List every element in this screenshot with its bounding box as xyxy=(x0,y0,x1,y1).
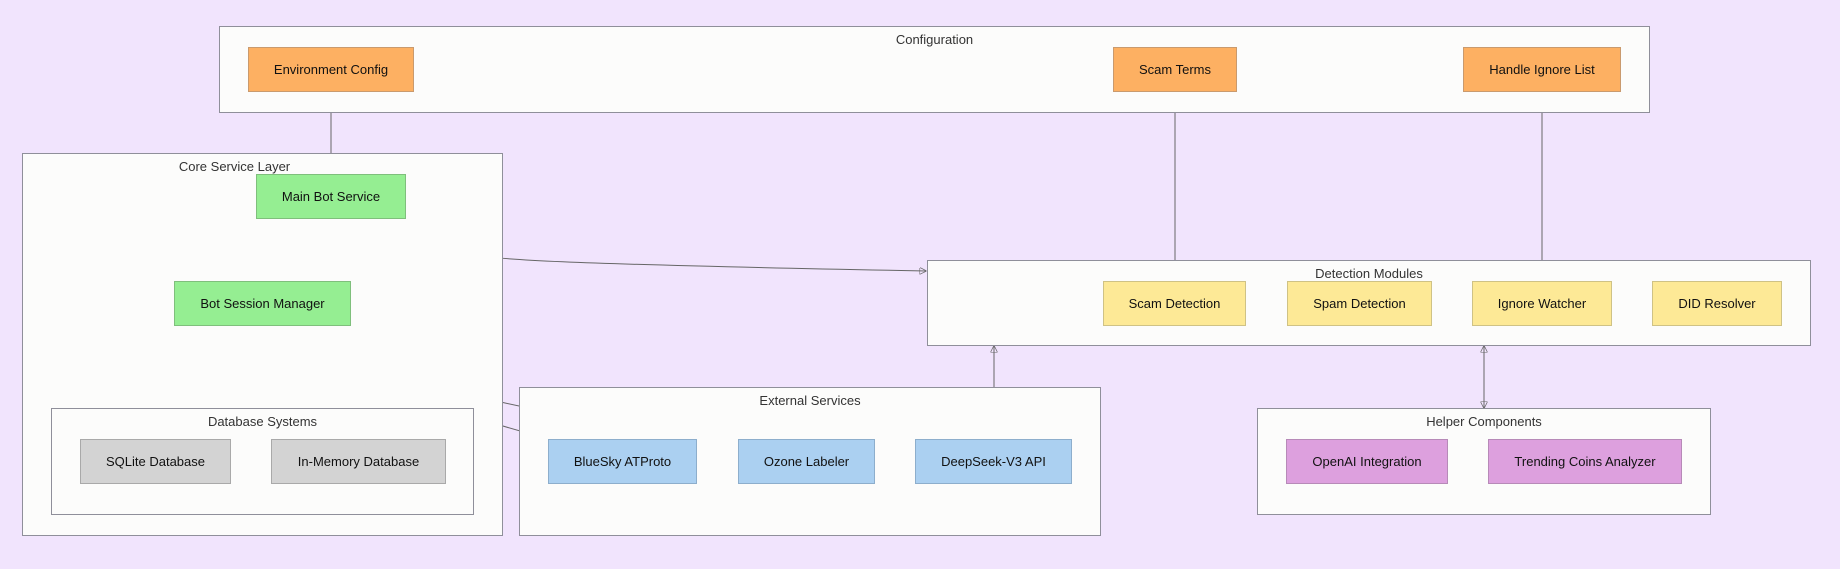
trending-coins-analyzer-node[interactable]: Trending Coins Analyzer xyxy=(1488,439,1682,484)
core-service-layer-cluster-title: Core Service Layer xyxy=(178,159,291,174)
spam-detection-node[interactable]: Spam Detection xyxy=(1287,281,1432,326)
scam-detection-node[interactable]: Scam Detection xyxy=(1103,281,1246,326)
detection-modules-cluster-title: Detection Modules xyxy=(1315,266,1423,281)
deepseek-v3-api-node[interactable]: DeepSeek-V3 API xyxy=(915,439,1072,484)
configuration-cluster: Configuration xyxy=(219,26,1650,113)
ozone-labeler-node[interactable]: Ozone Labeler xyxy=(738,439,875,484)
bluesky-atproto-node[interactable]: BlueSky ATProto xyxy=(548,439,697,484)
in-memory-database-node[interactable]: In-Memory Database xyxy=(271,439,446,484)
main-bot-service-node[interactable]: Main Bot Service xyxy=(256,174,406,219)
database-systems-cluster-title: Database Systems xyxy=(207,414,318,429)
helper-components-cluster-title: Helper Components xyxy=(1426,414,1542,429)
ignore-watcher-node[interactable]: Ignore Watcher xyxy=(1472,281,1612,326)
handle-ignore-list-node[interactable]: Handle Ignore List xyxy=(1463,47,1621,92)
scam-terms-node[interactable]: Scam Terms xyxy=(1113,47,1237,92)
bot-session-manager-node[interactable]: Bot Session Manager xyxy=(174,281,351,326)
environment-config-node[interactable]: Environment Config xyxy=(248,47,414,92)
openai-integration-node[interactable]: OpenAI Integration xyxy=(1286,439,1448,484)
configuration-cluster-title: Configuration xyxy=(895,32,974,47)
external-services-cluster-title: External Services xyxy=(759,393,861,408)
sqlite-database-node[interactable]: SQLite Database xyxy=(80,439,231,484)
did-resolver-node[interactable]: DID Resolver xyxy=(1652,281,1782,326)
